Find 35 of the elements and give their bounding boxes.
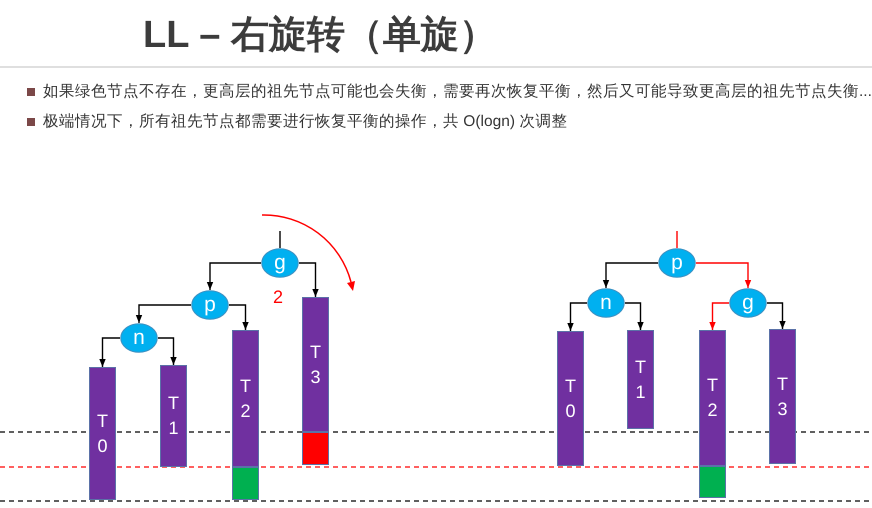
tree-node: g [261, 248, 299, 278]
arrow [136, 304, 191, 323]
subtree-bar: T 2 [232, 330, 259, 467]
arrow [229, 304, 249, 330]
extra-height-block [699, 466, 726, 498]
tree-node: p [658, 248, 696, 278]
extra-height-block [302, 432, 329, 465]
subtree-bar: T 1 [627, 330, 654, 429]
arrow [625, 302, 644, 330]
tree-node: n [587, 288, 625, 318]
arrow [206, 262, 261, 290]
arrow [696, 262, 752, 288]
connector-line [676, 231, 678, 248]
tree-node: n [120, 323, 158, 353]
arrow [567, 302, 587, 331]
tree-node: g [729, 288, 767, 318]
extra-height-block [232, 467, 259, 500]
subtree-bar: T 0 [89, 367, 116, 500]
arrow [99, 337, 120, 367]
slide-title: LL – 右旋转（单旋） [143, 13, 497, 58]
connector-line [279, 231, 281, 248]
subtree-bar: T 2 [699, 330, 726, 466]
arrow [299, 262, 319, 297]
tree-node: p [191, 290, 229, 320]
subtree-bar: T 3 [302, 297, 329, 432]
arrow [602, 262, 658, 288]
subtree-bar: T 3 [769, 329, 796, 464]
bullet-text: 极端情况下，所有祖先节点都需要进行恢复平衡的操作，共 O(logn) 次调整 [43, 112, 568, 132]
arrow [767, 302, 786, 329]
balance-factor-label: 2 [273, 286, 284, 308]
subtree-bar: T 0 [557, 331, 584, 466]
bullet-text: 如果绿色节点不存在，更高层的祖先节点可能也会失衡，需要再次恢复平衡，然后又可能导致更高层的祖先节点失衡... [43, 82, 872, 102]
arrow [158, 337, 177, 365]
subtree-bar: T 1 [160, 365, 187, 467]
arrow [709, 302, 729, 330]
